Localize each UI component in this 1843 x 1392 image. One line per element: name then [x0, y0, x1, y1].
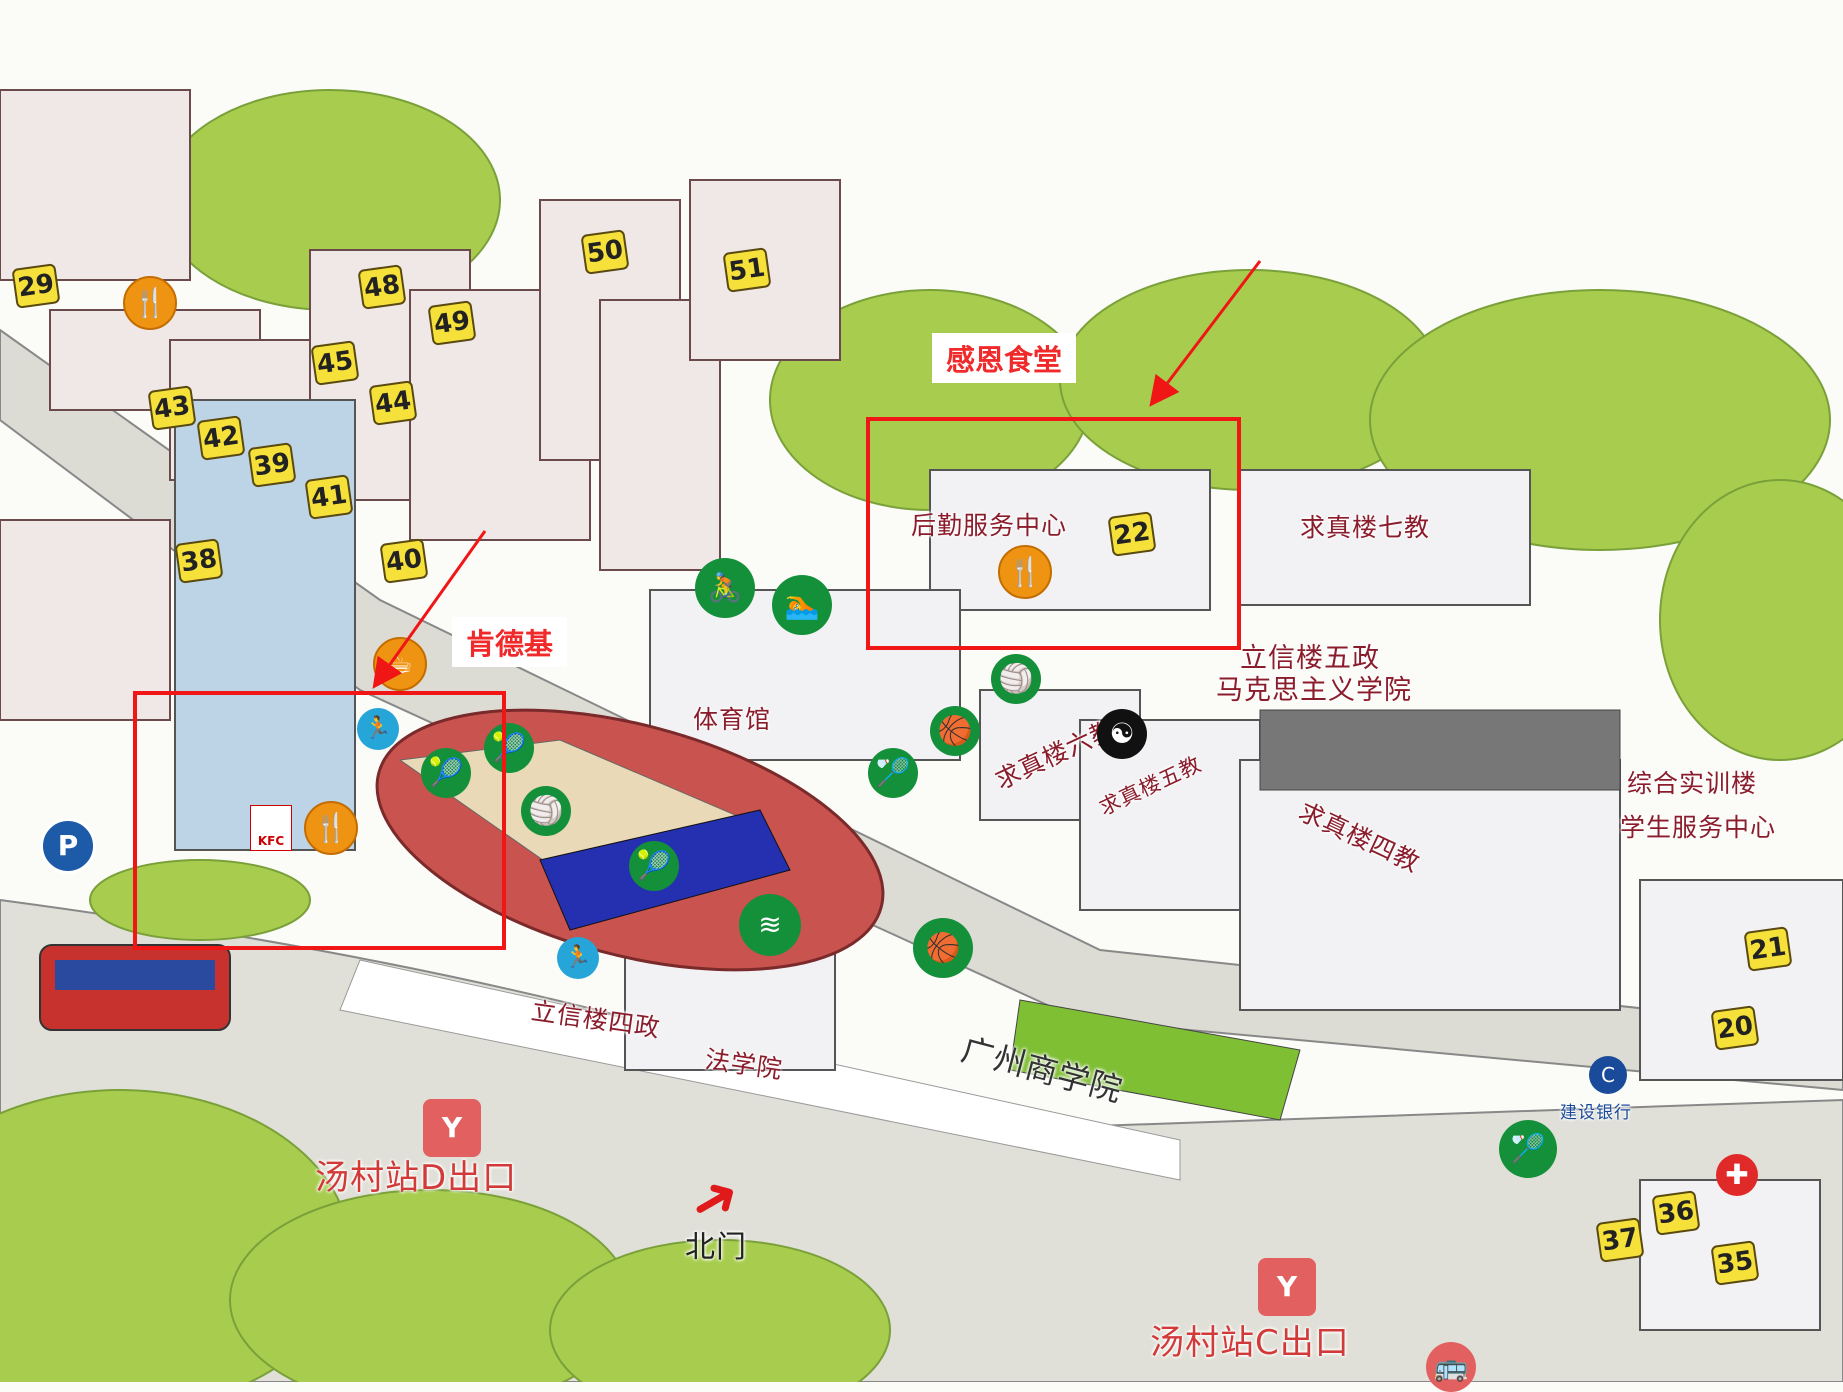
- parking-icon[interactable]: P: [40, 818, 96, 874]
- delivery-icon[interactable]: 🏃: [357, 708, 399, 750]
- label-student-service: 学生服务中心: [1620, 813, 1777, 842]
- building-number: 36: [1651, 1190, 1701, 1236]
- basketball-icon[interactable]: 🏀: [930, 706, 980, 756]
- building-number: 20: [1710, 1005, 1760, 1051]
- highlight-kfc: [133, 691, 506, 950]
- label-exit-c: 汤村站C出口: [1150, 1323, 1350, 1363]
- triathlon-icon[interactable]: 🚴: [695, 558, 755, 618]
- building-number: 29: [11, 263, 61, 309]
- building-number: 38: [174, 538, 224, 584]
- building-number: 42: [196, 415, 246, 461]
- metro-icon[interactable]: Y: [423, 1099, 481, 1157]
- building-number: 21: [1743, 926, 1793, 972]
- restaurant-icon[interactable]: 🍴: [123, 276, 177, 330]
- building-number: 50: [580, 229, 630, 275]
- label-bank: 建设银行: [1560, 1103, 1632, 1123]
- metro-icon[interactable]: Y: [1258, 1258, 1316, 1316]
- label-lixin-5: 立信楼五政: [1240, 643, 1380, 674]
- label-north-gate: 北门: [685, 1230, 747, 1265]
- bank-logo-icon: C: [1589, 1056, 1627, 1094]
- building-number: 35: [1710, 1240, 1760, 1286]
- hospital-icon[interactable]: ✚: [1716, 1154, 1758, 1196]
- building-number: 48: [357, 264, 407, 310]
- badminton-icon[interactable]: 🏸: [868, 748, 918, 798]
- restaurant-icon[interactable]: 🍴: [304, 801, 358, 855]
- highlight-canteen: [866, 417, 1241, 650]
- callout-kfc: 肯德基: [452, 617, 568, 667]
- building-number: 51: [722, 247, 772, 293]
- running-track-icon[interactable]: ≋: [739, 894, 801, 956]
- taiji-icon[interactable]: ☯: [1097, 709, 1147, 759]
- basketball-icon[interactable]: 🏀: [913, 918, 973, 978]
- volleyball-icon[interactable]: 🏐: [521, 786, 571, 836]
- label-gym: 体育馆: [693, 705, 772, 734]
- badminton-icon[interactable]: 🏸: [1499, 1120, 1557, 1178]
- building-number: 39: [247, 442, 297, 488]
- coffee-icon[interactable]: ☕: [373, 637, 427, 691]
- tennis-icon[interactable]: 🎾: [421, 748, 471, 798]
- volleyball-icon[interactable]: 🏐: [991, 654, 1041, 704]
- building-number: 49: [427, 300, 477, 346]
- bus-icon[interactable]: 🚌: [1426, 1342, 1476, 1392]
- label-logistics-center: 后勤服务中心: [911, 511, 1068, 540]
- swimming-icon[interactable]: 🏊: [772, 575, 832, 635]
- label-marxism-school: 马克思主义学院: [1216, 675, 1412, 706]
- building-number: 44: [368, 380, 418, 426]
- callout-canteen: 感恩食堂: [932, 333, 1077, 383]
- building-number: 45: [310, 340, 360, 386]
- building-number: 40: [379, 538, 429, 584]
- tennis-icon[interactable]: 🎾: [484, 723, 534, 773]
- label-training-building: 综合实训楼: [1627, 769, 1758, 798]
- building-number: 41: [304, 474, 354, 520]
- delivery-icon[interactable]: 🏃: [557, 937, 599, 979]
- kfc-logo: KFC: [250, 805, 292, 851]
- tennis-icon[interactable]: 🎾: [629, 841, 679, 891]
- building-number: 43: [147, 385, 197, 431]
- label-qiuzhen-7: 求真楼七教: [1300, 513, 1431, 542]
- building-number: 37: [1595, 1217, 1645, 1263]
- restaurant-icon[interactable]: 🍴: [998, 545, 1052, 599]
- label-exit-d: 汤村站D出口: [315, 1158, 518, 1198]
